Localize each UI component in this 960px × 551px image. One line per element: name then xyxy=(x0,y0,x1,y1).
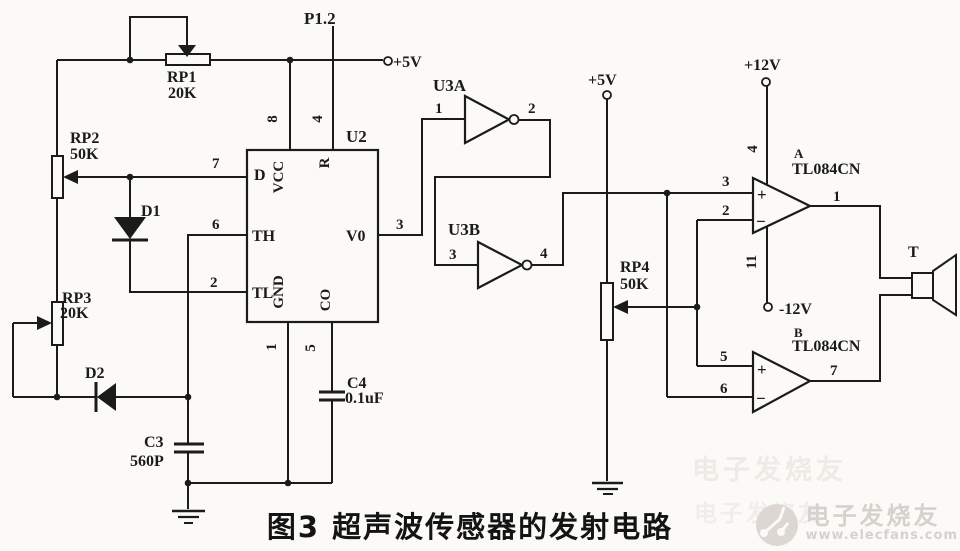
label-5v-mid: +5V xyxy=(588,72,617,89)
rp2-potentiometer xyxy=(51,155,78,199)
rp1-potentiometer xyxy=(165,45,211,66)
label-opamp-a-pin1: 1 xyxy=(833,189,841,205)
elecfans-logo-icon xyxy=(755,504,798,546)
u3a-bubble xyxy=(508,114,520,125)
label-opamp-a-pin3: 3 xyxy=(722,174,730,190)
elecfans-watermark: 电子发烧友 www.elecfans.com xyxy=(754,499,958,547)
label-rp3-ref: RP3 xyxy=(62,290,91,307)
label-u2-n3: 3 xyxy=(396,217,404,233)
opamp-b-triangle xyxy=(751,350,813,414)
supply-terminals xyxy=(383,56,773,312)
label-u2-pin-tl: TL xyxy=(252,285,273,302)
label-opamp-b-pin7: 7 xyxy=(830,363,838,379)
label-u2-pin-gnd: GND xyxy=(271,275,287,309)
opamp-a-plus-sign: + xyxy=(757,185,767,204)
rp3-wiper-arrow xyxy=(37,316,52,330)
label-5v-left: +5V xyxy=(393,54,422,71)
label-u3b-ref: U3B xyxy=(448,220,480,239)
label-d1: D1 xyxy=(141,203,161,220)
label-rp2-value: 50K xyxy=(70,146,99,163)
label-u3b-pin4: 4 xyxy=(540,246,548,262)
c4-capacitor xyxy=(319,390,345,402)
c3-capacitor xyxy=(174,442,204,454)
rp4-potentiometer xyxy=(600,282,628,341)
label-rp4-value: 50K xyxy=(620,276,649,293)
label-u2-pin-vcc: VCC xyxy=(271,161,287,194)
opamp-b-plus-sign: + xyxy=(757,360,767,379)
rp4-wiper-arrow xyxy=(613,300,628,314)
label-u3b-pin3: 3 xyxy=(449,247,457,263)
label-u2-ref: U2 xyxy=(346,127,367,146)
ultrasonic-transducer xyxy=(911,253,957,317)
terminal-12v-neg xyxy=(763,302,773,312)
label-u2-pin-d: D xyxy=(254,167,266,184)
label-opamp-a-pin2: 2 xyxy=(722,203,730,219)
label-u2-n8: 8 xyxy=(265,115,281,123)
label-u3a-pin2: 2 xyxy=(528,101,536,117)
label-opamp-b-part: TL084CN xyxy=(792,338,861,355)
label-opamp-b-pin6: 6 xyxy=(720,381,728,397)
label-opamp-a-des: A xyxy=(794,146,804,161)
ground-symbol-c3 xyxy=(172,509,205,524)
rp1-wiper-arrow xyxy=(178,45,196,57)
label-rp1-value: 20K xyxy=(168,85,197,102)
label-d2: D2 xyxy=(85,365,105,382)
label-c3-value: 560P xyxy=(130,453,164,470)
label-u2-n4: 4 xyxy=(310,115,326,123)
label-u2-pin-co: CO xyxy=(318,289,334,312)
terminal-5v-left xyxy=(383,56,393,66)
label-rp3-value: 20K xyxy=(60,305,89,322)
label-opamp-a-pin11: 11 xyxy=(744,255,760,269)
label-opamp-b-des: B xyxy=(794,325,803,340)
label-12v-neg: -12V xyxy=(779,301,812,318)
label-u2-n6: 6 xyxy=(212,217,220,233)
d2-diode xyxy=(94,382,116,412)
label-transducer-t: T xyxy=(908,244,919,261)
watermark-site: www.elecfans.com xyxy=(805,527,958,543)
junction-dots xyxy=(53,56,701,487)
u3b-inverter xyxy=(476,240,533,290)
u3b-bubble xyxy=(521,259,533,271)
schematic-wires xyxy=(12,16,912,509)
label-u2-n2: 2 xyxy=(210,275,218,291)
label-u2-pin-r: R xyxy=(317,157,333,168)
u2-timer-ic xyxy=(245,148,380,324)
label-u2-n1: 1 xyxy=(264,343,280,351)
terminal-5v-mid xyxy=(602,90,612,100)
label-u3a-pin1: 1 xyxy=(435,101,443,117)
terminal-12v-pos xyxy=(761,77,771,87)
label-12v-pos: +12V xyxy=(744,57,781,74)
label-u2-pin-th: TH xyxy=(252,228,276,245)
opamp-a-minus-sign: − xyxy=(756,212,766,231)
label-opamp-a-pin4: 4 xyxy=(745,145,761,153)
label-u2-n7: 7 xyxy=(212,156,220,172)
rp2-wiper-arrow xyxy=(63,170,78,184)
label-rp1-ref: RP1 xyxy=(167,69,196,86)
ghost-watermark-1: 电子发烧友 xyxy=(692,455,847,486)
ground-symbol-rp4 xyxy=(592,481,623,495)
label-u2-pin-vo: V0 xyxy=(346,228,366,245)
label-c3-ref: C3 xyxy=(144,434,164,451)
figure-caption: 图3 超声波传感器的发射电路 xyxy=(266,510,674,544)
label-rp2-ref: RP2 xyxy=(70,130,99,147)
d1-diode xyxy=(112,217,148,242)
label-u2-n5: 5 xyxy=(303,344,319,352)
watermark-brand: 电子发烧友 xyxy=(805,501,941,530)
label-c4-ref: C4 xyxy=(347,375,367,392)
label-p1-2: P1.2 xyxy=(304,9,336,28)
opamp-b-minus-sign: − xyxy=(756,389,766,408)
rp3-potentiometer xyxy=(37,301,64,346)
u3a-inverter xyxy=(463,94,520,145)
label-opamp-b-pin5: 5 xyxy=(720,349,728,365)
opamp-a-triangle xyxy=(751,176,813,235)
label-u3a-ref: U3A xyxy=(433,76,467,95)
label-rp4-ref: RP4 xyxy=(620,259,649,276)
schematic-labels: P1.2 +5V +5V +12V -12V RP1 20K RP2 50K R… xyxy=(60,9,919,470)
label-opamp-a-part: TL084CN xyxy=(792,161,861,178)
label-c4-value: 0.1uF xyxy=(345,390,384,407)
